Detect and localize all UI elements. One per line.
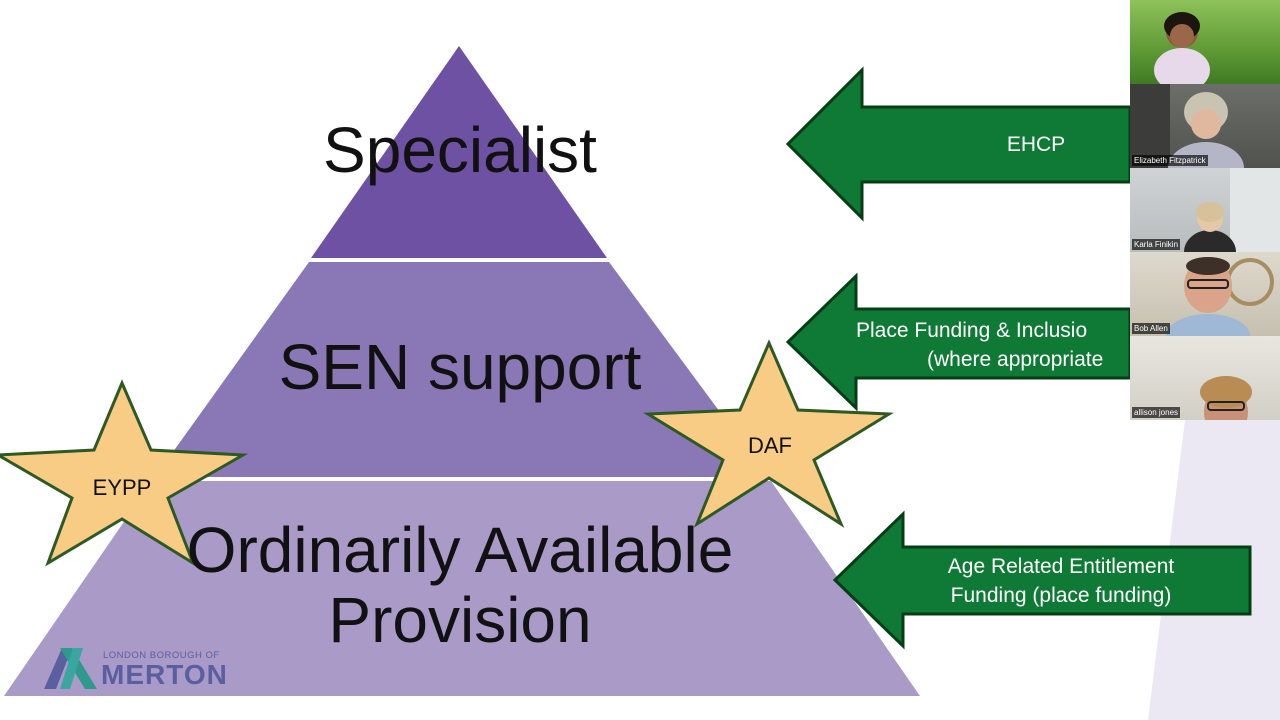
participant-video-icon — [1184, 168, 1280, 252]
participant-name: allison jones — [1132, 407, 1181, 418]
arrow-age-related — [832, 510, 1252, 650]
arrow-age-related-line1: Age Related Entitlement — [947, 555, 1175, 578]
star-daf — [643, 339, 894, 528]
participant-video-icon — [1200, 376, 1252, 420]
logo-title: MERTON — [101, 659, 228, 690]
merton-logo-icon — [44, 648, 97, 689]
arrow-place-funding — [785, 272, 1132, 412]
participant-name: Karla Finikin — [1132, 239, 1181, 250]
participant-tile[interactable]: Karla Finikin — [1130, 168, 1280, 252]
participant-tile[interactable]: Elizabeth Fitzpatrick — [1130, 84, 1280, 168]
pyramid-top-tier — [311, 46, 607, 258]
star-daf-label: DAF — [748, 433, 792, 458]
pyramid-middle-label: SEN support — [278, 331, 642, 403]
star-eypp-label: EYPP — [92, 475, 152, 500]
participant-video-icon — [1166, 257, 1274, 336]
participant-tile[interactable]: Bob Allen — [1130, 252, 1280, 336]
participant-tile[interactable]: allison jones — [1130, 336, 1280, 420]
arrow-place-funding-line2: (where appropriate — [927, 348, 1104, 371]
star-eypp — [0, 379, 249, 567]
pyramid-bottom-label-line2: Provision — [328, 584, 592, 656]
arrow-place-funding-line1: Place Funding & Inclusio — [856, 319, 1088, 342]
pyramid-middle-tier — [155, 262, 768, 477]
pyramid-bottom-tier — [4, 481, 920, 696]
participant-tile[interactable] — [1130, 0, 1280, 84]
participant-name: Bob Allen — [1132, 323, 1170, 334]
participant-name: Elizabeth Fitzpatrick — [1132, 155, 1208, 166]
arrow-ehcp-label: EHCP — [1006, 133, 1066, 156]
logo-subtitle: LONDON BOROUGH OF — [103, 650, 220, 661]
arrow-ehcp — [785, 66, 1132, 222]
pyramid-top-label: Specialist — [323, 114, 597, 186]
participant-video-icon — [1154, 12, 1210, 84]
pyramid-bottom-label-line1: Ordinarily Available — [186, 514, 734, 586]
arrow-age-related-line2: Funding (place funding) — [950, 584, 1172, 607]
